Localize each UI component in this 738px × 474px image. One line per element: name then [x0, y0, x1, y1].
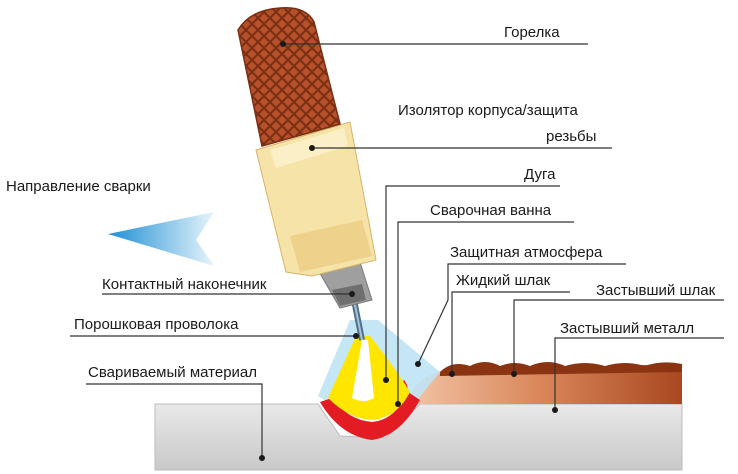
label-torch: Горелка — [504, 24, 560, 41]
leader-lines — [70, 43, 724, 458]
dot-torch — [280, 41, 286, 47]
dot-flux-wire — [353, 333, 359, 339]
label-arc: Дуга — [524, 166, 556, 183]
dot-liquid-slag — [449, 371, 455, 377]
insulator-shape — [255, 121, 377, 277]
arc-shape — [328, 336, 410, 420]
label-weld-pool: Сварочная ванна — [430, 202, 552, 219]
leader-weld-pool — [397, 221, 574, 404]
flux-wire-shape — [351, 299, 365, 341]
solid-slag-shape — [440, 362, 682, 376]
leader-arc — [385, 185, 560, 380]
dot-shield — [415, 361, 421, 367]
base-material-shape — [154, 403, 683, 471]
label-contact-tip: Контактный наконечник — [102, 276, 267, 293]
dot-solid-metal — [552, 407, 558, 413]
leader-base — [86, 383, 263, 458]
label-insulator-line1: Изолятор корпуса/защита — [398, 102, 578, 119]
dot-insulator — [309, 145, 315, 151]
dot-solid-slag — [511, 371, 517, 377]
leader-solid-slag — [513, 299, 724, 374]
label-solid-slag: Застывший шлак — [596, 282, 716, 299]
welding-direction-arrow — [108, 212, 214, 266]
label-direction: Направление сварки — [6, 178, 151, 195]
label-liquid-slag: Жидкий шлак — [456, 272, 551, 289]
dot-arc — [383, 377, 389, 383]
leader-solid-metal — [554, 337, 724, 410]
label-base-material: Свариваемый материал — [88, 364, 258, 381]
leader-dots — [259, 41, 558, 461]
torch-handle-shape — [237, 7, 341, 147]
label-shield-atmosphere: Защитная атмосфера — [450, 244, 603, 261]
dot-base — [259, 455, 265, 461]
label-insulator-line2: резьбы — [546, 128, 597, 145]
dot-weld-pool — [395, 401, 401, 407]
leader-liquid-slag — [451, 291, 570, 374]
dot-contact-tip — [349, 291, 355, 297]
label-solid-metal: Застывший металл — [560, 320, 695, 337]
leader-shield — [417, 263, 626, 365]
label-flux-wire: Порошковая проволока — [74, 316, 239, 333]
